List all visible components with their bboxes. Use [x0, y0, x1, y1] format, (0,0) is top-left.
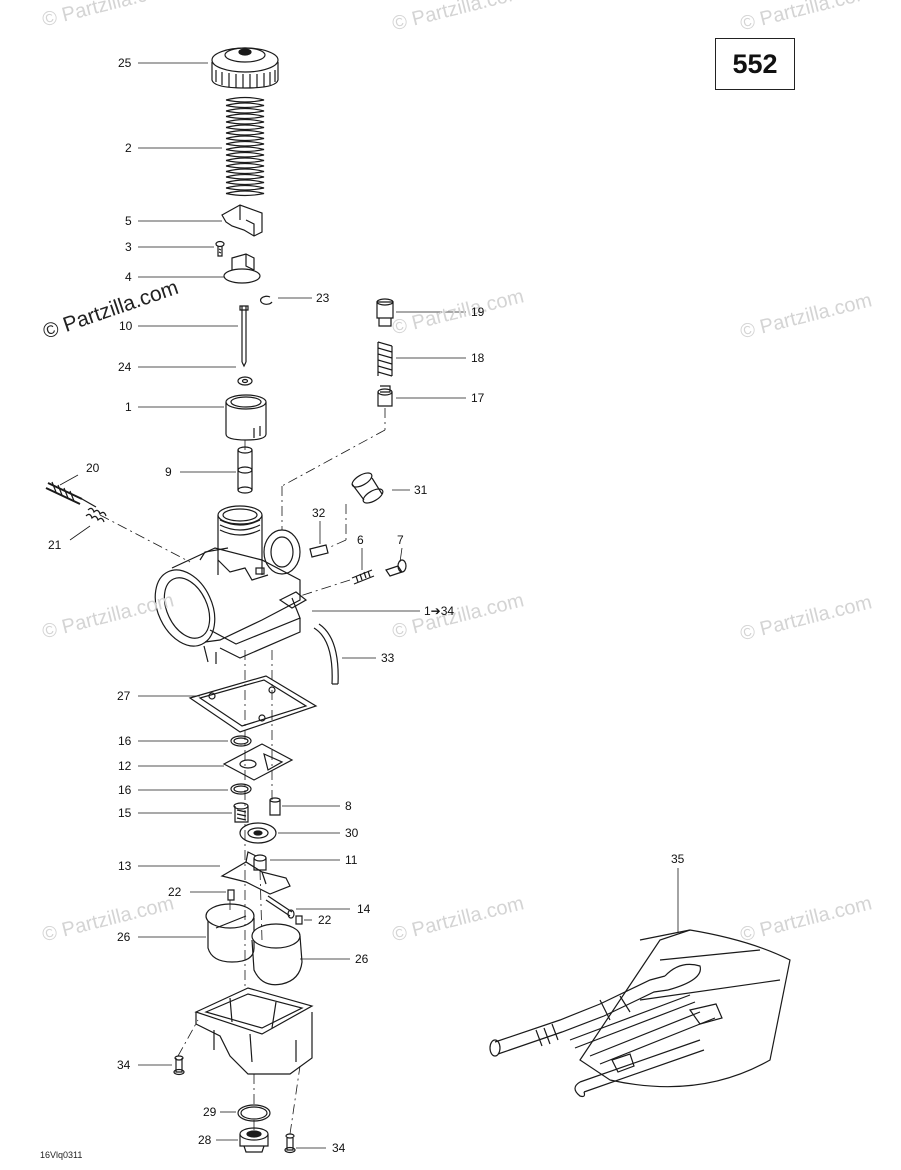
part-3-screw[interactable] — [215, 240, 225, 257]
part-22-screw-left[interactable] — [227, 889, 235, 901]
part-30-main-jet[interactable] — [239, 822, 277, 844]
callout-16[interactable]: 16 — [118, 734, 132, 748]
part-2-spring[interactable] — [225, 96, 265, 197]
float-bowl — [194, 987, 314, 1075]
callout-7[interactable]: 7 — [397, 533, 404, 547]
callout-23[interactable]: 23 — [316, 291, 330, 305]
part-22-screw-right[interactable] — [295, 915, 303, 925]
part-28-drain-plug[interactable] — [239, 1127, 269, 1153]
part-26-float-right[interactable] — [251, 923, 303, 986]
callout-1-to-34[interactable]: 1➔34 — [424, 604, 455, 618]
callout-15[interactable]: 15 — [118, 806, 132, 820]
part-34-screw-left[interactable] — [173, 1055, 185, 1076]
callout-20[interactable]: 20 — [86, 461, 100, 475]
callout-11[interactable]: 11 — [345, 853, 358, 867]
callout-13[interactable]: 13 — [118, 859, 132, 873]
callout-26[interactable]: 26 — [117, 930, 131, 944]
callout-34[interactable]: 34 — [332, 1141, 346, 1155]
part-24-washer[interactable] — [237, 376, 253, 386]
callout-34[interactable]: 34 — [117, 1058, 131, 1072]
part-1-slide[interactable] — [225, 394, 267, 441]
callout-35[interactable]: 35 — [671, 852, 685, 866]
part-35-tool-kit[interactable] — [489, 929, 791, 1098]
part-9-needle-jet[interactable] — [237, 446, 253, 494]
callout-10[interactable]: 10 — [119, 319, 133, 333]
part-8-jet[interactable] — [269, 797, 281, 816]
callout-8[interactable]: 8 — [345, 799, 352, 813]
callout-3[interactable]: 3 — [125, 240, 132, 254]
callout-30[interactable]: 30 — [345, 826, 359, 840]
part-4-plate[interactable] — [223, 253, 261, 284]
part-27-gasket[interactable] — [188, 675, 318, 733]
part-26-float-left[interactable] — [205, 903, 255, 963]
diagram-code: 16Vlq0311 — [40, 1150, 83, 1160]
part-7-screw[interactable] — [385, 559, 407, 577]
part-15-jet-holder[interactable] — [233, 802, 249, 823]
callout-26[interactable]: 26 — [355, 952, 369, 966]
callout-22[interactable]: 22 — [318, 913, 332, 927]
callout-9[interactable]: 9 — [165, 465, 172, 479]
part-19-adjuster[interactable] — [376, 298, 394, 327]
part-29-gasket[interactable] — [237, 1104, 271, 1122]
part-21-spring[interactable] — [85, 507, 107, 523]
callout-28[interactable]: 28 — [198, 1133, 212, 1147]
callout-17[interactable]: 17 — [471, 391, 485, 405]
part-31-cap[interactable] — [350, 470, 385, 506]
part-20-pilot-screw[interactable] — [45, 481, 97, 508]
page-number-box: 552 — [715, 38, 795, 90]
assembly-lines — [99, 408, 386, 1135]
part-16-oring-upper[interactable] — [230, 735, 252, 747]
part-16-oring-lower[interactable] — [230, 783, 252, 795]
callout-19[interactable]: 19 — [471, 305, 485, 319]
callout-1[interactable]: 1 — [125, 400, 132, 414]
callout-31[interactable]: 31 — [414, 483, 428, 497]
callout-33[interactable]: 33 — [381, 651, 395, 665]
callout-4[interactable]: 4 — [125, 270, 132, 284]
part-32-screw[interactable] — [309, 544, 329, 558]
callout-32[interactable]: 32 — [312, 506, 326, 520]
part-13-float-arm[interactable] — [220, 851, 291, 895]
part-5-clip[interactable] — [221, 204, 263, 237]
callout-24[interactable]: 24 — [118, 360, 132, 374]
part-34-screw-right[interactable] — [284, 1133, 296, 1154]
callout-12[interactable]: 12 — [118, 759, 132, 773]
part-25-cap[interactable] — [211, 47, 279, 89]
callout-18[interactable]: 18 — [471, 351, 485, 365]
part-23-eclip[interactable] — [260, 295, 273, 305]
part-10-needle[interactable] — [239, 305, 249, 368]
part-17-plunger[interactable] — [377, 385, 393, 407]
callout-2[interactable]: 2 — [125, 141, 132, 155]
callout-14[interactable]: 14 — [357, 902, 371, 916]
callout-27[interactable]: 27 — [117, 689, 131, 703]
carburetor-body — [154, 505, 308, 664]
callout-5[interactable]: 5 — [125, 214, 132, 228]
callout-25[interactable]: 25 — [118, 56, 132, 70]
callout-16[interactable]: 16 — [118, 783, 132, 797]
part-6-screw[interactable] — [351, 569, 375, 585]
part-12-plate[interactable] — [222, 743, 294, 781]
callout-6[interactable]: 6 — [357, 533, 364, 547]
callout-22[interactable]: 22 — [168, 885, 182, 899]
part-33-hose[interactable] — [313, 623, 339, 685]
part-18-spring[interactable] — [377, 341, 393, 377]
callout-21[interactable]: 21 — [48, 538, 62, 552]
part-14-pin[interactable] — [265, 895, 295, 919]
callout-29[interactable]: 29 — [203, 1105, 217, 1119]
leader-lines — [59, 62, 679, 1149]
